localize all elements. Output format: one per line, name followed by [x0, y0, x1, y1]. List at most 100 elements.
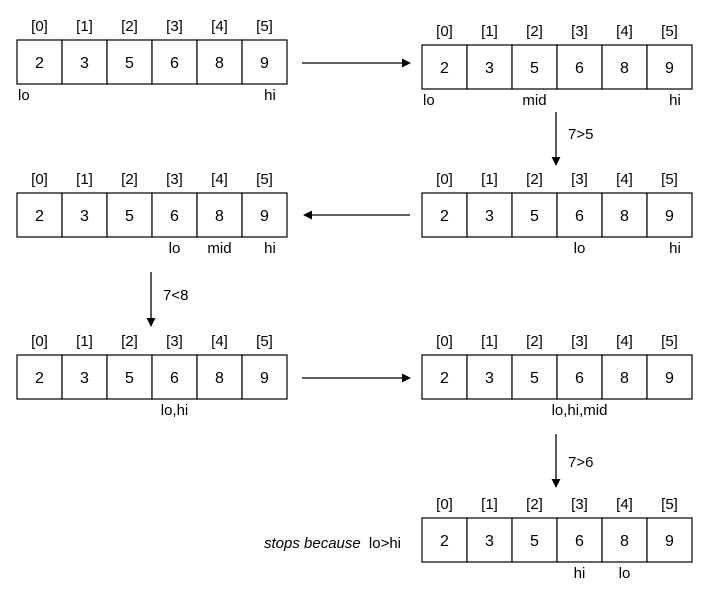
step-6-value-3: 6	[575, 370, 584, 387]
notes-layer: stops because lo>hi	[264, 535, 401, 552]
step-7-value-4: 8	[620, 533, 629, 550]
step-3-value-3: 6	[575, 208, 584, 225]
step-6-index-5: [5]	[661, 333, 678, 350]
step-4-index-4: [4]	[211, 171, 228, 188]
step-6-cell-0	[421, 354, 468, 400]
step-2-index-2: [2]	[526, 23, 543, 40]
step-5-index-3: [3]	[166, 333, 183, 350]
step-1-value-5: 9	[260, 55, 269, 72]
step-1-index-5: [5]	[256, 18, 273, 35]
step-1-value-4: 8	[215, 55, 224, 72]
step-7-index-2: [2]	[526, 496, 543, 513]
stop-note-italic: stops because	[264, 535, 361, 552]
step-7-index-5: [5]	[661, 496, 678, 513]
step-4-value-2: 5	[125, 208, 134, 225]
step-6-index-4: [4]	[616, 333, 633, 350]
step-3-value-2: 5	[530, 208, 539, 225]
step-5-cell-3	[151, 354, 198, 400]
step-4-value-3: 6	[170, 208, 179, 225]
step-2-pointer-lo: lo	[423, 92, 435, 109]
step-1-index-1: [1]	[76, 18, 93, 35]
step-2-value-0: 2	[440, 60, 449, 77]
step-5-index-4: [4]	[211, 333, 228, 350]
step-7-cell-4	[601, 517, 648, 563]
step-4-pointer-hi: hi	[264, 240, 276, 257]
step-2-index-4: [4]	[616, 23, 633, 40]
step-2-index-0: [0]	[436, 23, 453, 40]
step-2-index-5: [5]	[661, 23, 678, 40]
step-4-cell-5	[241, 192, 288, 238]
step-7-pointer-hi: hi	[574, 565, 586, 582]
step-2-index-1: [1]	[481, 23, 498, 40]
step-6-value-0: 2	[440, 370, 449, 387]
step-4-value-0: 2	[35, 208, 44, 225]
step-1-index-2: [2]	[121, 18, 138, 35]
step-7-cell-5	[646, 517, 693, 563]
step-2-value-3: 6	[575, 60, 584, 77]
step-6-index-0: [0]	[436, 333, 453, 350]
step-4-value-4: 8	[215, 208, 224, 225]
step-3-value-0: 2	[440, 208, 449, 225]
step-1-value-1: 3	[80, 55, 89, 72]
step-2-cell-2	[511, 44, 558, 90]
step-4-pointer-lo: lo	[169, 240, 181, 257]
step-5-value-2: 5	[125, 370, 134, 387]
step-6-cell-3	[556, 354, 603, 400]
arrays-layer: [0] [1] [2] [3] [4] [5] 2 3 5 6 8 9 lo hi [0] [1] [2] [3]…	[16, 18, 693, 582]
step-1-cell-1	[61, 39, 108, 85]
step-7-value-5: 9	[665, 533, 674, 550]
step-4-index-5: [5]	[256, 171, 273, 188]
step-7-index-3: [3]	[571, 496, 588, 513]
step-6-pointer-lo-hi-mid: lo,hi,mid	[552, 402, 608, 419]
stop-note: stops because lo>hi	[264, 535, 401, 552]
step-6-value-5: 9	[665, 370, 674, 387]
step-1-index-3: [3]	[166, 18, 183, 35]
step-5-cell-0	[16, 354, 63, 400]
step-6-cell-4	[601, 354, 648, 400]
step-1-value-0: 2	[35, 55, 44, 72]
step-5-index-2: [2]	[121, 333, 138, 350]
step-3-value-1: 3	[485, 208, 494, 225]
step-5-index-1: [1]	[76, 333, 93, 350]
step-6-value-4: 8	[620, 370, 629, 387]
step-5-value-3: 6	[170, 370, 179, 387]
step-6-value-1: 3	[485, 370, 494, 387]
step-4-index-2: [2]	[121, 171, 138, 188]
step-4-index-3: [3]	[166, 171, 183, 188]
arrows-layer: 7>57<87>6	[146, 58, 593, 488]
step-4-cell-0	[16, 192, 63, 238]
step-3-cell-4	[601, 192, 648, 238]
step-5-value-0: 2	[35, 370, 44, 387]
step-2-cell-3	[556, 44, 603, 90]
step-1-cell-2	[106, 39, 153, 85]
step-4-cell-1	[61, 192, 108, 238]
step-3-index-3: [3]	[571, 171, 588, 188]
step-6-value-2: 5	[530, 370, 539, 387]
step-2-pointer-hi: hi	[669, 92, 681, 109]
step-7-pointer-lo: lo	[619, 565, 631, 582]
step-2-value-2: 5	[530, 60, 539, 77]
step-2-cell-5	[646, 44, 693, 90]
step-4-pointer-mid: mid	[207, 240, 231, 257]
step-7-index-4: [4]	[616, 496, 633, 513]
step-7-value-1: 3	[485, 533, 494, 550]
step-5-pointer-lo-hi: lo,hi	[161, 402, 189, 419]
step-7-value-2: 5	[530, 533, 539, 550]
step-3-pointer-hi: hi	[669, 240, 681, 257]
stop-note-plain: lo>hi	[369, 535, 401, 552]
step-4-cell-2	[106, 192, 153, 238]
step-7-cell-3	[556, 517, 603, 563]
step-1-value-3: 6	[170, 55, 179, 72]
step-5-value-4: 8	[215, 370, 224, 387]
step-5-cell-5	[241, 354, 288, 400]
step-5-cell-4	[196, 354, 243, 400]
step-1-index-0: [0]	[31, 18, 48, 35]
step-3-cell-1	[466, 192, 513, 238]
